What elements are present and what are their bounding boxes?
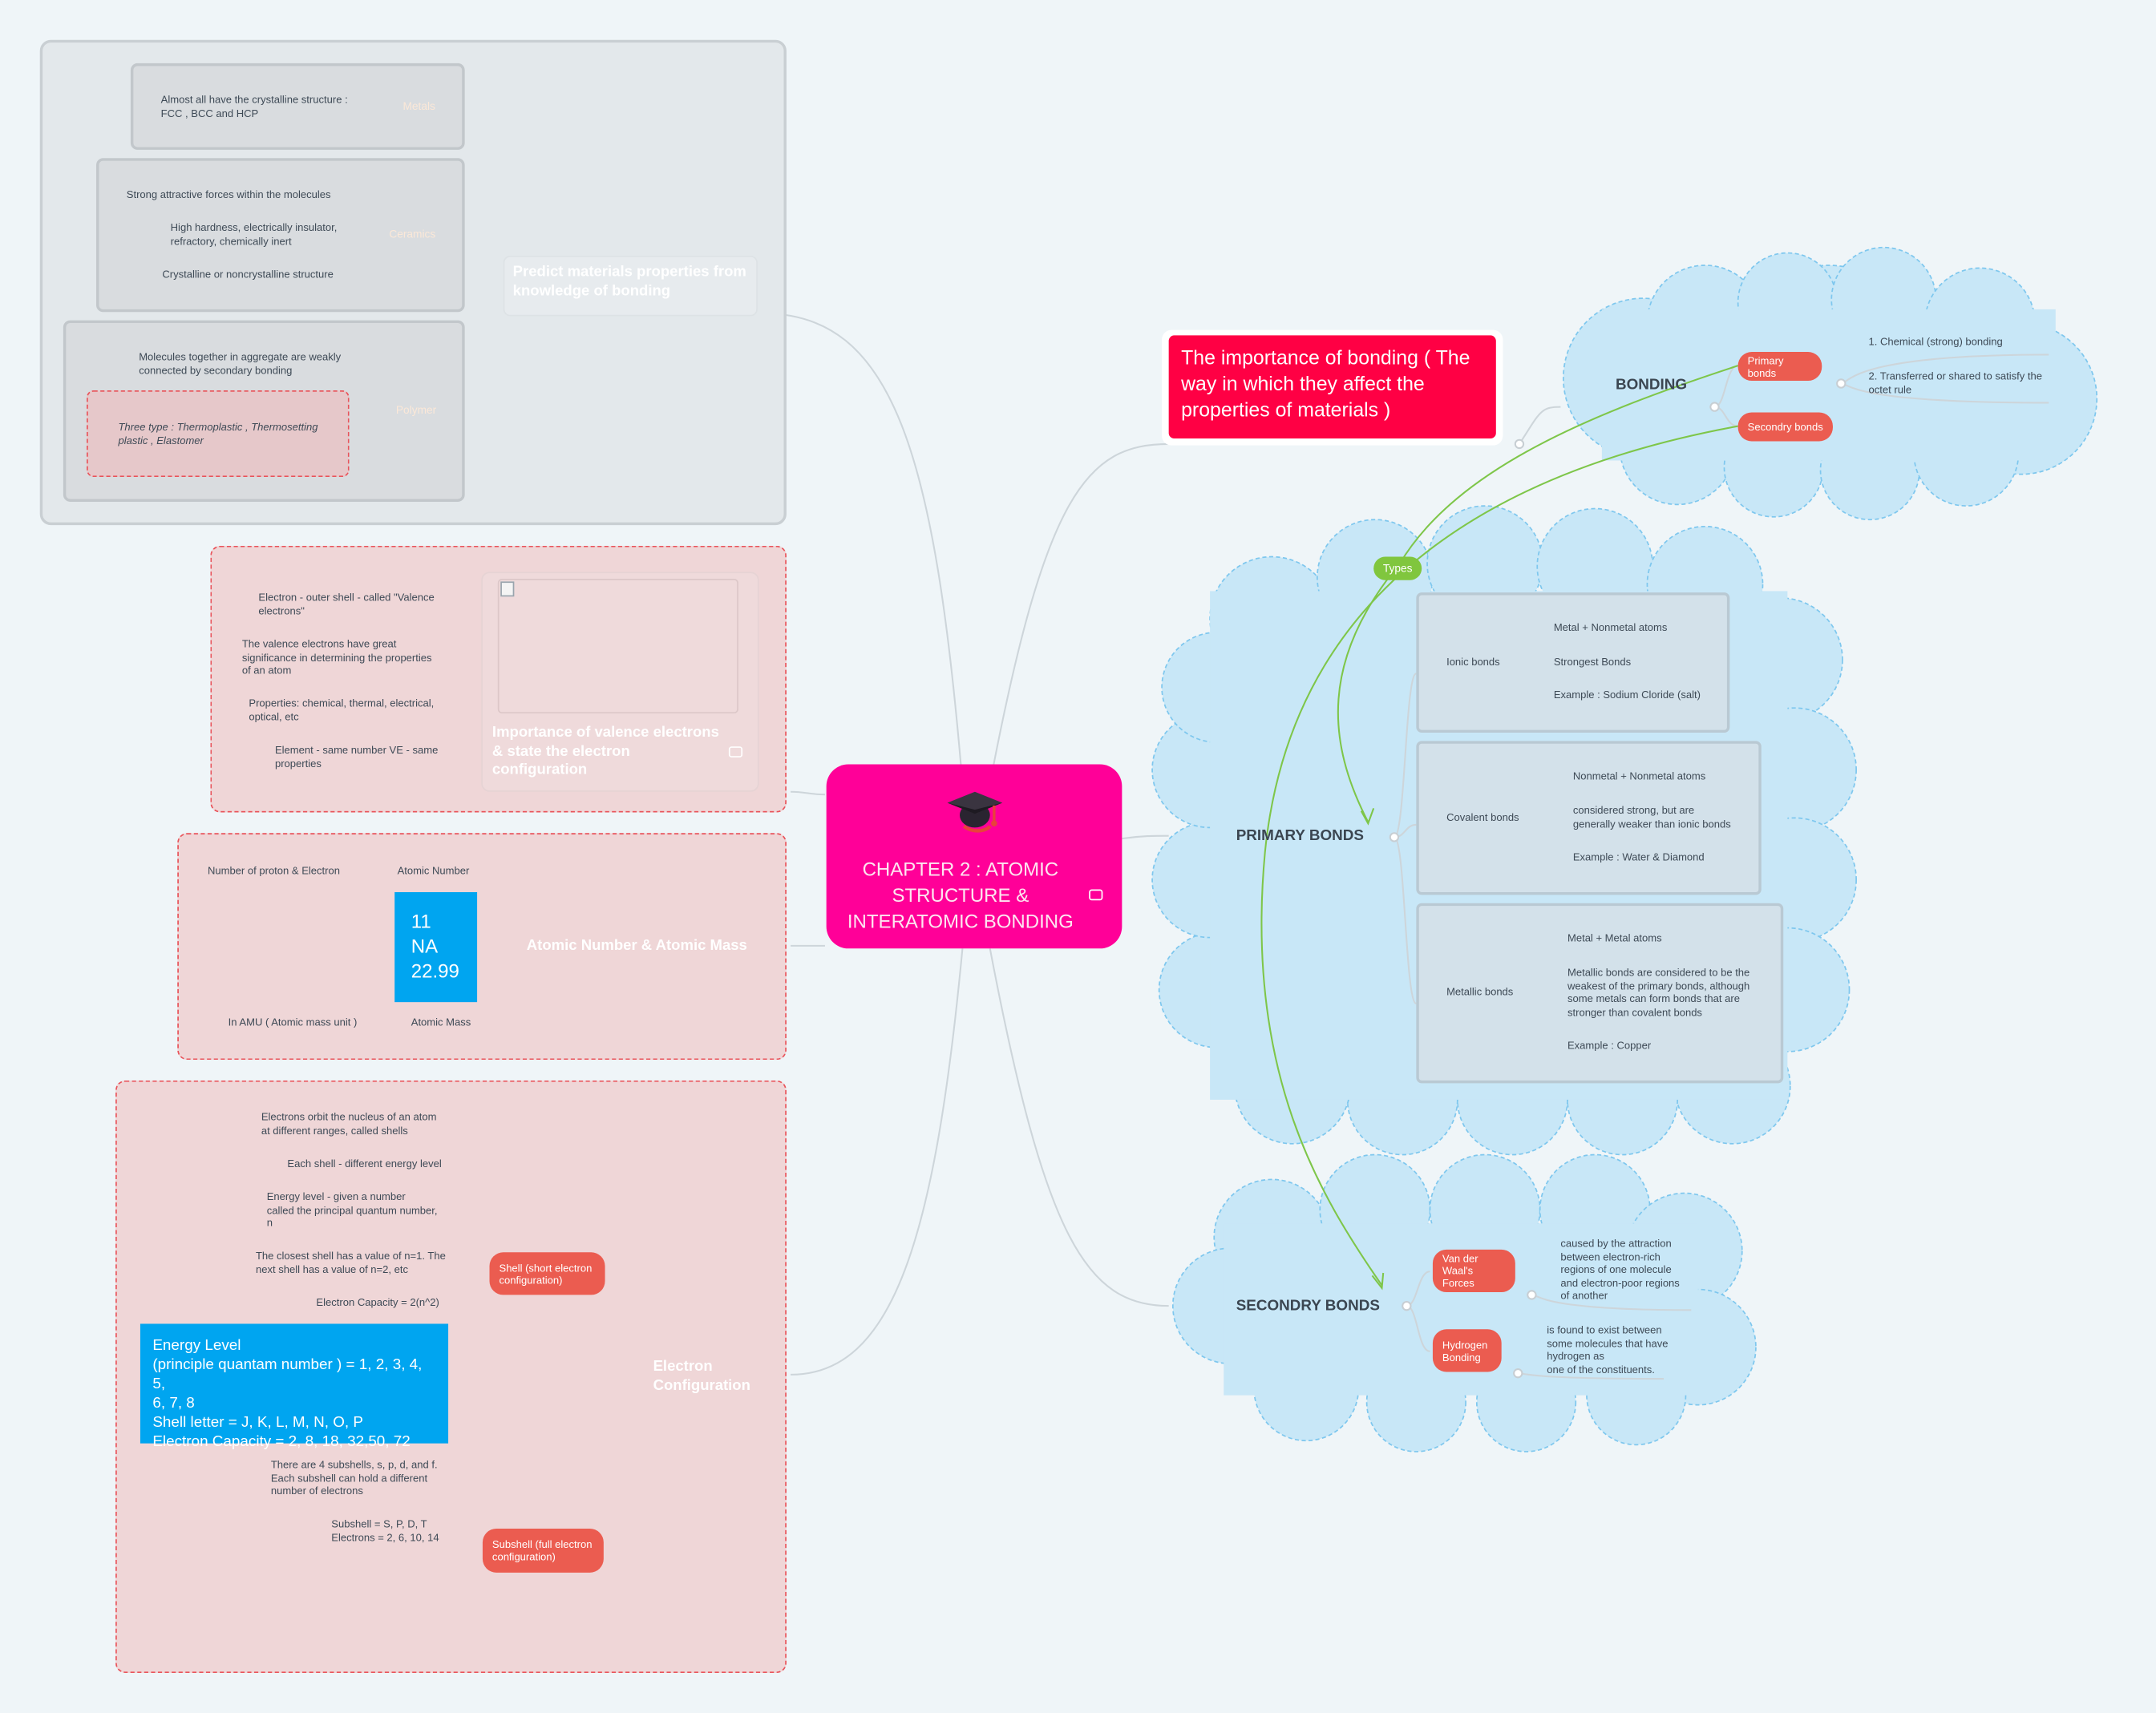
- van-der-waals-desc: caused by the attraction between electro…: [1560, 1237, 1680, 1303]
- atomic-number-desc: Number of proton & Electron: [207, 864, 341, 878]
- shell-item: Each shell - different energy level: [287, 1157, 442, 1170]
- tile-atomic-number: 11: [411, 910, 431, 932]
- subshell-item: There are 4 subshells, s, p, d, and f. E…: [270, 1458, 438, 1497]
- ceramics-item: High hardness, electrically insulator, r…: [170, 221, 338, 247]
- covalent-item: Nonmetal + Nonmetal atoms: [1572, 770, 1706, 782]
- bonding-item: 1. Chemical (strong) bonding: [1868, 335, 2003, 348]
- metallic-item: Metallic bonds are considered to be the …: [1567, 966, 1750, 1019]
- shell-item: The closest shell has a value of n=1. Th…: [255, 1249, 446, 1275]
- subshell-item: Subshell = S, P, D, T Electrons = 2, 6, …: [331, 1517, 439, 1544]
- metals-panel: [130, 63, 465, 150]
- broken-image-placeholder: [497, 578, 738, 714]
- bonding-item: 2. Transferred or shared to satisfy the …: [1868, 370, 2042, 396]
- central-title: CHAPTER 2 : ATOMIC STRUCTURE & INTERATOM…: [847, 858, 1074, 932]
- predict-properties-title: Predict materials properties from knowle…: [512, 264, 746, 299]
- ceramics-panel: [96, 158, 465, 313]
- metals-label[interactable]: Metals: [402, 100, 435, 113]
- polymer-item: Molecules together in aggregate are weak…: [139, 350, 342, 377]
- primary-bonds-title[interactable]: PRIMARY BONDS: [1236, 827, 1365, 844]
- tile-atomic-mass: 22.99: [411, 960, 459, 982]
- covalent-bonds-label[interactable]: Covalent bonds: [1446, 810, 1519, 824]
- covalent-item: considered strong, but are generally wea…: [1572, 804, 1731, 830]
- secondary-bonds-title[interactable]: SECONDRY BONDS: [1236, 1297, 1380, 1315]
- atomic-mass-label[interactable]: Atomic Mass: [411, 1016, 471, 1028]
- image-badge-icon: [728, 746, 743, 758]
- types-label[interactable]: Types: [1373, 556, 1422, 580]
- covalent-item: Example : Water & Diamond: [1572, 850, 1705, 863]
- atomic-title[interactable]: Atomic Number & Atomic Mass: [526, 937, 747, 955]
- shell-node[interactable]: Shell (short electron configuration): [489, 1252, 605, 1295]
- primary-bonds-node[interactable]: Primary bonds: [1737, 352, 1822, 382]
- ionic-bonds-panel: [1416, 592, 1730, 733]
- subshell-node[interactable]: Subshell (full electron configuration): [482, 1528, 604, 1573]
- polymer-label[interactable]: Polymer: [395, 404, 437, 417]
- electron-config-title[interactable]: Electron Configuration: [653, 1358, 750, 1394]
- bonding-title[interactable]: BONDING: [1616, 376, 1688, 394]
- ceramics-label[interactable]: Ceramics: [389, 228, 436, 241]
- atomic-number-label[interactable]: Atomic Number: [397, 864, 470, 878]
- hydrogen-bonding-node[interactable]: Hydrogen Bonding: [1432, 1329, 1502, 1372]
- sodium-element-tile: 11 NA 22.99: [394, 891, 478, 1003]
- ceramics-item: Strong attractive forces within the mole…: [126, 188, 331, 201]
- polymer-types-callout: [87, 390, 350, 478]
- metallic-item: Metal + Metal atoms: [1567, 931, 1662, 945]
- energy-level-info-box: Energy Level (principle quantam number )…: [140, 1323, 449, 1450]
- valence-item: Electron - outer shell - called "Valence…: [258, 591, 435, 617]
- atomic-mass-desc: In AMU ( Atomic mass unit ): [228, 1016, 358, 1028]
- ionic-item: Strongest Bonds: [1553, 656, 1632, 669]
- ionic-item: Example : Sodium Cloride (salt): [1553, 689, 1701, 701]
- graduation-cap-icon: [945, 785, 1005, 837]
- shell-item: Energy level - given a number called the…: [266, 1190, 438, 1230]
- secondary-bonds-node[interactable]: Secondry bonds: [1737, 412, 1833, 442]
- ceramics-item: Crystalline or noncrystalline structure: [162, 268, 334, 281]
- shell-item: Electrons orbit the nucleus of an atom a…: [261, 1110, 437, 1137]
- metals-item: Almost all have the crystalline structur…: [160, 93, 348, 119]
- metallic-bonds-panel: [1416, 903, 1784, 1084]
- covalent-bonds-panel: [1416, 741, 1762, 895]
- central-image-badge-icon: [1089, 889, 1103, 901]
- valence-item: The valence electrons have great signifi…: [241, 637, 432, 677]
- broken-image-icon: [500, 581, 515, 597]
- valence-electrons-node[interactable]: [481, 572, 759, 792]
- polymer-item: Three type : Thermoplastic , Thermosetti…: [118, 420, 318, 446]
- valence-electrons-title: Importance of valence electrons & state …: [491, 724, 719, 778]
- metallic-item: Example : Copper: [1567, 1039, 1652, 1052]
- ionic-bonds-label[interactable]: Ionic bonds: [1446, 656, 1500, 669]
- atomic-number-group: [177, 833, 787, 1061]
- ionic-item: Metal + Nonmetal atoms: [1553, 621, 1668, 634]
- bonding-cloud: [1562, 246, 2098, 521]
- importance-banner[interactable]: The importance of bonding ( The way in w…: [1168, 335, 1496, 439]
- tile-symbol: NA: [411, 935, 439, 957]
- metallic-bonds-label[interactable]: Metallic bonds: [1446, 985, 1514, 999]
- hydrogen-bonding-desc: is found to exist between some molecules…: [1547, 1323, 1669, 1376]
- shell-item: Electron Capacity = 2(n^2): [316, 1296, 439, 1309]
- valence-item: Properties: chemical, thermal, electrica…: [249, 697, 435, 723]
- van-der-waals-node[interactable]: Van der Waal's Forces: [1432, 1249, 1515, 1293]
- predict-properties-node[interactable]: [503, 255, 758, 317]
- valence-item: Element - same number VE - same properti…: [274, 743, 439, 770]
